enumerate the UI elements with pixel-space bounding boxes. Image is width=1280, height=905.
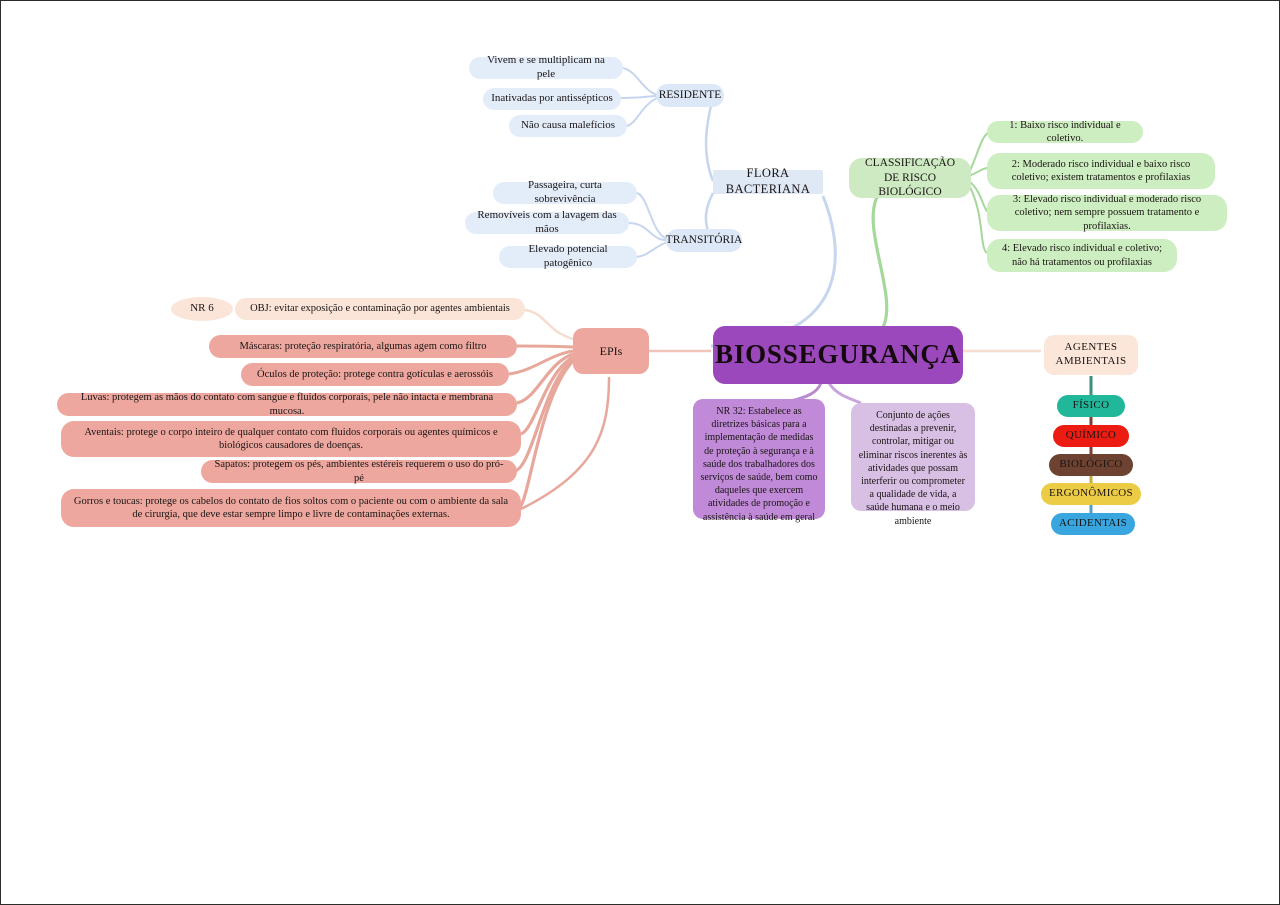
epi-item-aventais-label: Aventais: protege o corpo inteiro de qua… xyxy=(84,426,498,451)
epi-item-luvas-label: Luvas: protegem as mãos do contato com s… xyxy=(80,392,494,417)
center-node-label: BIOSSEGURANÇA xyxy=(715,339,961,370)
epi-item-oculos-label: Óculos de proteção: protege contra gotíc… xyxy=(257,368,493,380)
flora-subnode-transitoria[interactable]: TRANSITÓRIA xyxy=(666,229,742,252)
agent-chip-fisico[interactable]: FÍSICO xyxy=(1057,395,1125,417)
epi-item-luvas[interactable]: Luvas: protegem as mãos do contato com s… xyxy=(57,392,517,417)
residente-label: RESIDENTE xyxy=(658,89,722,102)
residente-leaf-3[interactable]: Não causa malefícios xyxy=(509,115,627,137)
transitoria-leaf-2[interactable]: Removíveis com a lavagem das mãos xyxy=(465,209,629,235)
residente-leaf-2[interactable]: Inativadas por antissépticos xyxy=(483,88,621,110)
epi-item-aventais[interactable]: Aventais: protege o corpo inteiro de qua… xyxy=(61,421,521,457)
risk-level-1[interactable]: 1: Baixo risco individual e coletivo. xyxy=(987,119,1143,144)
agent-chip-ergonomicos-label: ERGONÔMICOS xyxy=(1049,487,1133,500)
transitoria-leaf-1-label: Passageira, curta sobrevivência xyxy=(528,179,602,205)
epi-item-sapatos-label: Sapatos: protegem os pés, ambientes esté… xyxy=(214,459,504,484)
flora-subnode-residente[interactable]: RESIDENTE xyxy=(656,84,724,107)
epi-item-sapatos[interactable]: Sapatos: protegem os pés, ambientes esté… xyxy=(201,459,517,484)
agent-chip-fisico-label: FÍSICO xyxy=(1072,399,1110,412)
nr32-definition-text: NR 32: Estabelece as diretrizes básicas … xyxy=(700,406,818,523)
nr32-definition-box[interactable]: NR 32: Estabelece as diretrizes básicas … xyxy=(693,399,825,523)
biosseguranca-concept-box[interactable]: Conjunto de ações destinadas a prevenir,… xyxy=(851,403,975,527)
transitoria-label: TRANSITÓRIA xyxy=(665,234,743,247)
transitoria-leaf-2-label: Removíveis com a lavagem das mãos xyxy=(477,209,617,235)
biosseguranca-concept-text: Conjunto de ações destinadas a prevenir,… xyxy=(858,410,968,527)
agent-chip-ergonomicos[interactable]: ERGONÔMICOS xyxy=(1041,483,1141,505)
nr6-label: NR 6 xyxy=(190,302,214,315)
agentes-ambientais-node[interactable]: AGENTES AMBIENTAIS xyxy=(1044,335,1138,375)
risk-level-2[interactable]: 2: Moderado risco individual e baixo ris… xyxy=(987,153,1215,189)
agent-chip-biologico[interactable]: BIOLÓGICO xyxy=(1049,454,1133,476)
residente-leaf-2-label: Inativadas por antissépticos xyxy=(491,92,613,105)
risk-level-1-label: 1: Baixo risco individual e coletivo. xyxy=(1009,119,1121,144)
risk-level-3[interactable]: 3: Elevado risco individual e moderado r… xyxy=(987,194,1227,232)
classificacao-risco-label: CLASSIFICAÇÃO DE RISCO BIOLÓGICO xyxy=(864,157,956,199)
residente-leaf-1[interactable]: Vivem e se multiplicam na pele xyxy=(469,54,623,80)
epis-label: EPIs xyxy=(599,343,623,358)
risk-level-4-label: 4: Elevado risco individual e coletivo; … xyxy=(1001,243,1163,268)
nr6-node[interactable]: NR 6 xyxy=(171,297,233,321)
agent-chip-quimico[interactable]: QUÍMICO xyxy=(1053,425,1129,447)
agent-chip-biologico-label: BIOLÓGICO xyxy=(1059,458,1123,471)
agent-chip-acidentais[interactable]: ACIDENTAIS xyxy=(1051,513,1135,535)
epi-item-gorros-label: Gorros e toucas: protege os cabelos do c… xyxy=(73,495,509,520)
agent-chip-quimico-label: QUÍMICO xyxy=(1065,429,1117,442)
flora-title-label: FLORA BACTERIANA xyxy=(725,166,811,196)
epi-item-gorros[interactable]: Gorros e toucas: protege os cabelos do c… xyxy=(61,489,521,527)
epi-objective-label: OBJ: evitar exposição e contaminação por… xyxy=(250,303,510,315)
transitoria-leaf-1[interactable]: Passageira, curta sobrevivência xyxy=(493,179,637,205)
residente-leaf-1-label: Vivem e se multiplicam na pele xyxy=(487,54,605,80)
residente-leaf-3-label: Não causa malefícios xyxy=(520,119,616,132)
transitoria-leaf-3-label: Elevado potencial patogênico xyxy=(528,243,608,269)
flora-bacteriana-title[interactable]: FLORA BACTERIANA xyxy=(713,166,823,196)
transitoria-leaf-3[interactable]: Elevado potencial patogênico xyxy=(499,243,637,269)
risk-level-2-label: 2: Moderado risco individual e baixo ris… xyxy=(1011,158,1191,183)
risk-level-4[interactable]: 4: Elevado risco individual e coletivo; … xyxy=(987,239,1177,272)
epi-item-mascaras[interactable]: Máscaras: proteção respiratória, algumas… xyxy=(209,335,517,358)
classificacao-risco-node[interactable]: CLASSIFICAÇÃO DE RISCO BIOLÓGICO xyxy=(849,157,971,199)
epis-node[interactable]: EPIs xyxy=(573,328,649,374)
epi-objective[interactable]: OBJ: evitar exposição e contaminação por… xyxy=(235,298,525,320)
risk-level-3-label: 3: Elevado risco individual e moderado r… xyxy=(1012,194,1202,232)
center-node[interactable]: BIOSSEGURANÇA xyxy=(713,326,963,384)
epi-item-mascaras-label: Máscaras: proteção respiratória, algumas… xyxy=(239,340,487,352)
epi-item-oculos[interactable]: Óculos de proteção: protege contra gotíc… xyxy=(241,363,509,386)
agent-chip-acidentais-label: ACIDENTAIS xyxy=(1058,517,1128,530)
agentes-ambientais-label: AGENTES AMBIENTAIS xyxy=(1055,341,1127,367)
